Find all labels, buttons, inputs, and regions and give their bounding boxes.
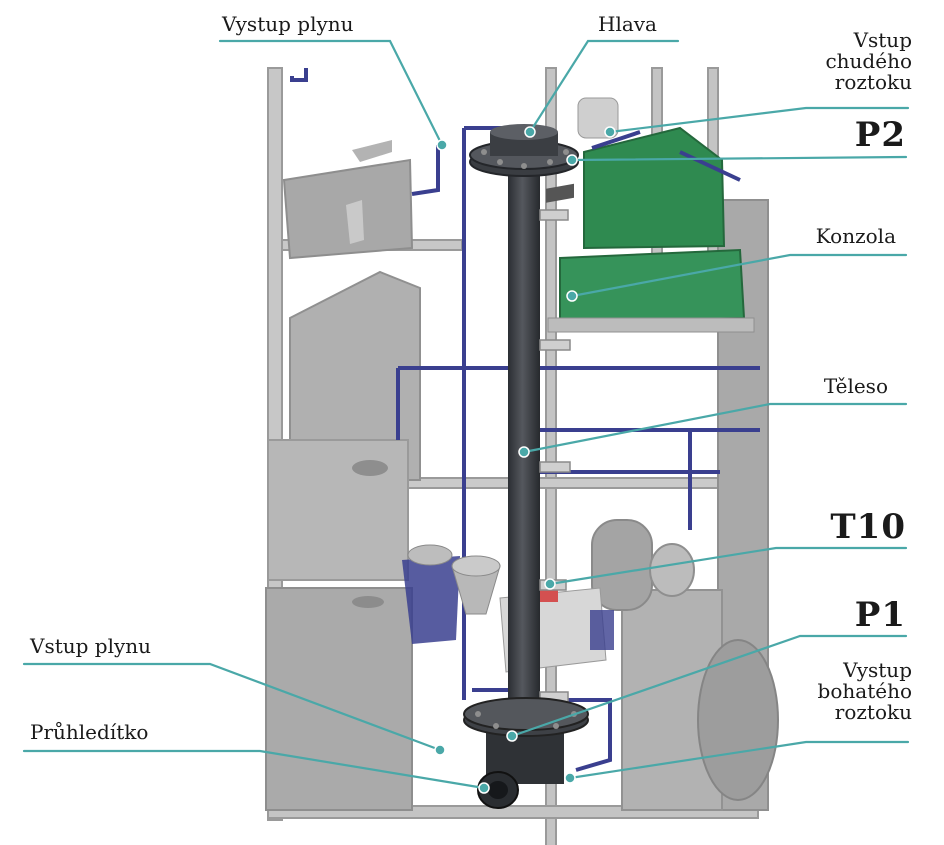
leader-p2 [570, 155, 908, 162]
leader-t10 [548, 546, 908, 586]
leader-vstup-plynu-bottom [22, 662, 442, 752]
label-konzola: Konzola [815, 224, 896, 248]
left-tank-bottom [265, 587, 413, 811]
label-p2: P2 [854, 115, 906, 155]
leader-vstup-chudeho-roztoku [608, 106, 910, 134]
label-t10: T10 [830, 507, 906, 547]
leader-teleso [522, 402, 908, 454]
left-tank-middle [267, 270, 421, 581]
pipes [290, 68, 760, 772]
label-vstup-plynu-bottom: Vstup plynu [30, 634, 152, 658]
label-vystup-bohateho-roztoku: Vystup bohatého roztoku [817, 658, 912, 724]
leader-dots [434, 126, 616, 794]
label-hlava: Hlava [598, 12, 657, 36]
label-p1: P1 [854, 595, 906, 635]
label-vystup-plynu-top: Vystup plynu [222, 12, 354, 36]
leader-lines [22, 39, 910, 790]
leader-pruhleditko [22, 749, 486, 790]
leader-vystup-bohateho-roztoku [568, 740, 910, 780]
leader-vystup-plynu-top [218, 39, 444, 147]
left-tank-top [282, 140, 414, 260]
label-vstup-chudeho-roztoku: Vstup chudého roztoku [825, 28, 912, 94]
column-bottom [463, 697, 589, 809]
leader-hlava [528, 39, 680, 134]
leader-p1 [510, 634, 908, 738]
leader-konzola [570, 253, 908, 298]
column-head [469, 124, 579, 177]
label-pruhleditko: Průhledítko [30, 720, 149, 744]
label-teleso: Těleso [823, 374, 888, 398]
